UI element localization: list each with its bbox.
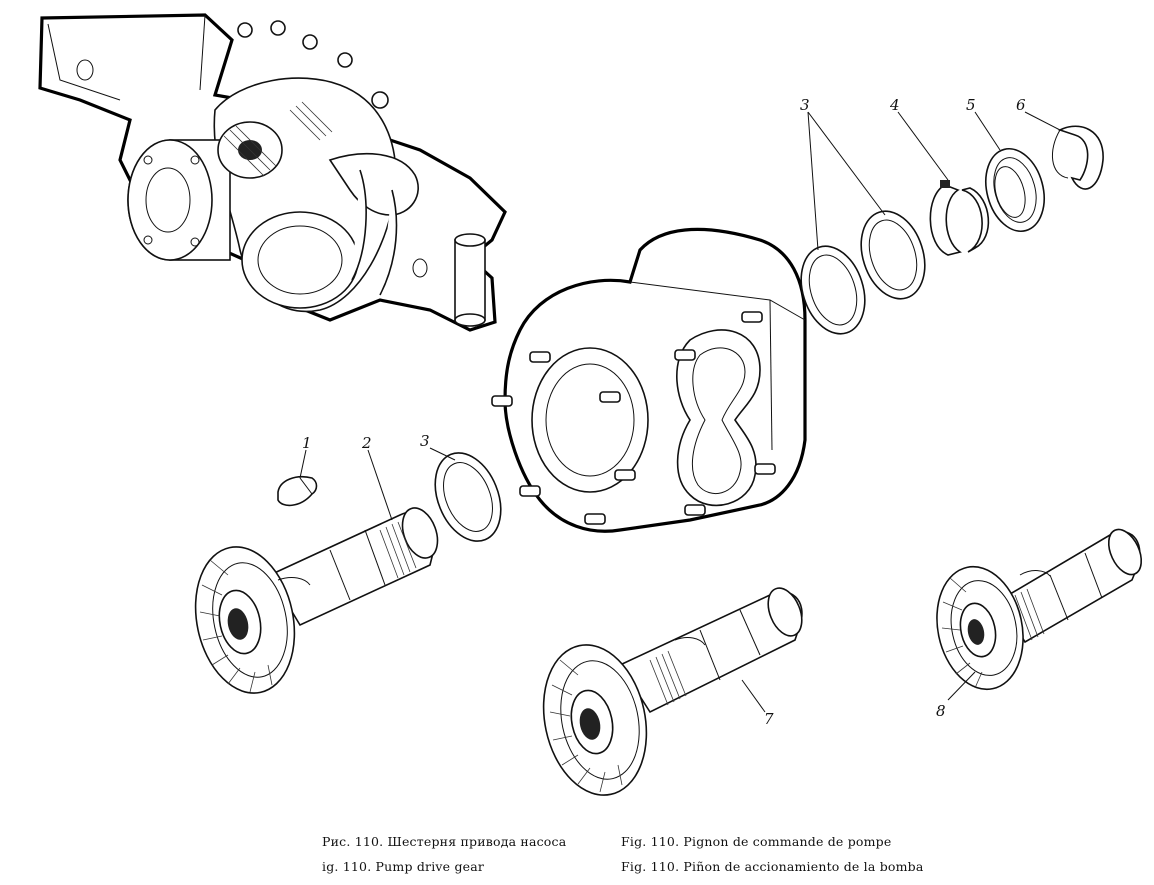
assembled-pump-bracket <box>38 13 507 332</box>
driven-shaft-gear-8 <box>936 528 1143 691</box>
callout-3-lower: 3 <box>420 432 430 450</box>
callout-8: 8 <box>936 702 946 720</box>
driven-shaft-gear-7 <box>542 587 803 796</box>
gear-housing <box>491 227 807 533</box>
callout-5: 5 <box>966 96 976 114</box>
woodruff-key-1 <box>277 476 318 507</box>
shim-washer-3-lower <box>434 452 502 542</box>
shim-washer-3-left <box>800 245 866 335</box>
caption-spanish: Fig. 110. Piñon de accionamiento de la b… <box>621 859 924 874</box>
caption-french: Fig. 110. Pignon de commande de pompe <box>621 834 892 849</box>
bearing-5 <box>985 147 1045 233</box>
drive-shaft-gear-2 <box>194 507 439 694</box>
caption-english: ig. 110. Pump drive gear <box>322 859 485 874</box>
callout-3-upper: 3 <box>800 96 810 114</box>
leader-lines <box>299 111 1061 713</box>
callout-labels: 1 2 3 3 4 5 6 7 8 <box>302 96 1026 728</box>
circlip-6 <box>1051 125 1104 190</box>
callout-6: 6 <box>1016 96 1026 114</box>
shim-washer-3-right <box>860 210 926 300</box>
split-ring-4 <box>929 180 990 256</box>
callout-2: 2 <box>361 434 372 452</box>
caption-russian: Рис. 110. Шестерня привода насоса <box>322 834 567 849</box>
callout-1: 1 <box>302 434 312 452</box>
callout-7: 7 <box>764 710 774 728</box>
callout-4: 4 <box>889 96 900 114</box>
